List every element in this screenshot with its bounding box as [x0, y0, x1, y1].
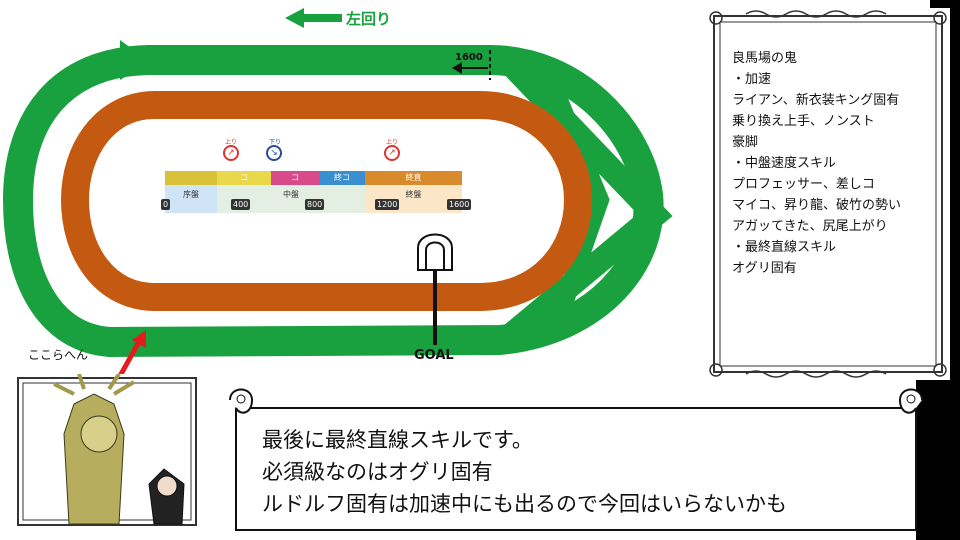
tick-0: 0 — [161, 199, 171, 210]
goal-post-icon — [417, 233, 453, 345]
uphill-icon: ↗ — [223, 145, 239, 161]
slope-label-uphill: 上り — [386, 139, 399, 146]
right-black-strip-bottom — [916, 380, 960, 540]
phase-early: 序盤 — [165, 185, 217, 213]
tick-400: 400 — [231, 199, 251, 210]
corner-segment: コ — [217, 171, 271, 185]
tick-1200: 1200 — [375, 199, 400, 210]
downhill-icon: ↘ — [266, 145, 282, 161]
uphill-icon: ↗ — [384, 145, 400, 161]
tick-800: 800 — [305, 199, 325, 210]
second-character-illustration — [148, 468, 185, 525]
slope-label-downhill: 下り — [269, 139, 282, 146]
final-straight-segment: 終直 — [365, 171, 462, 185]
course-section-bar: コ コ 終コ 終直 序盤 中盤 終盤 0 400 800 1200 1600 — [161, 165, 472, 217]
character-illustration — [53, 372, 136, 525]
callout-label: ここらへん — [28, 348, 89, 362]
turf-track — [2, 45, 673, 358]
direction-arrow-icon — [285, 8, 342, 28]
goal-label: GOAL — [414, 348, 454, 363]
slope-label-uphill: 上り — [225, 139, 238, 146]
straight-segment — [165, 171, 217, 185]
dialog-text: 最後に最終直線スキルです。 必須級なのはオグリ固有 ルドルフ固有は加速中にも出る… — [262, 428, 787, 516]
dialog-scroll — [229, 388, 923, 531]
final-corner-segment: 終コ — [319, 171, 365, 185]
skill-notes-panel: 良馬場の鬼 ・加速 ライアン、新衣装キング固有 乗り換え上手、ノンスト 豪脚 ・… — [706, 8, 950, 380]
ornate-frame — [709, 10, 947, 378]
corner-segment: コ — [271, 171, 319, 185]
distance-marker-label: 1600 — [455, 52, 483, 63]
character-portrait — [14, 372, 200, 529]
notes-text: 良馬場の鬼 ・加速 ライアン、新衣装キング固有 乗り換え上手、ノンスト 豪脚 ・… — [732, 51, 902, 276]
direction-label: 左回り — [346, 10, 392, 28]
tick-1600: 1600 — [447, 199, 472, 210]
red-arrow-icon — [117, 330, 146, 378]
chute-head — [120, 40, 150, 80]
